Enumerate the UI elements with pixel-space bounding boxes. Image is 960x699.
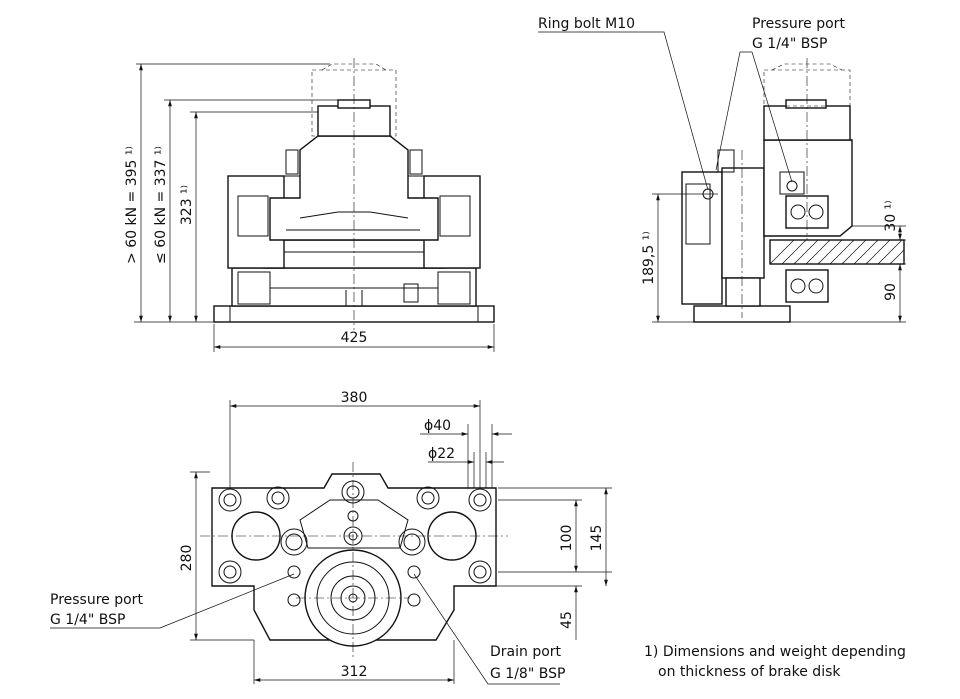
- dim-top-380: 380: [341, 390, 368, 406]
- dim-top-45: 45: [559, 611, 575, 629]
- dim-side-disk: 30 ¹⁾: [883, 200, 899, 231]
- label-ring-bolt: Ring bolt M10: [538, 16, 635, 32]
- dim-side-90: 90: [883, 283, 899, 301]
- footnote-line-2: on thickness of brake disk: [658, 664, 841, 680]
- dim-top-d22: ϕ22: [428, 446, 455, 462]
- dim-side-height: 189,5 ¹⁾: [641, 231, 657, 285]
- dim-front-height-body: 323 ¹⁾: [179, 185, 195, 225]
- dim-top-145: 145: [589, 525, 605, 552]
- dim-top-100: 100: [559, 525, 575, 552]
- dim-top-280: 280: [179, 545, 195, 572]
- dim-front-width: 425: [341, 330, 368, 346]
- label-drain-thread: G 1/8" BSP: [490, 666, 565, 682]
- top-view: 380 ϕ40 ϕ22 280 100 145 45 312 Pressure …: [50, 390, 612, 685]
- front-view: 425 > 60 kN = 395 ¹⁾ ≤ 60 kN = 337 ¹⁾ 32…: [124, 58, 495, 352]
- dim-front-height-upto60: ≤ 60 kN = 337 ¹⁾: [153, 146, 169, 264]
- side-view: Ring bolt M10 Pressure port G 1/4" BSP 1…: [538, 16, 906, 323]
- footnote-line-1: 1) Dimensions and weight depending: [644, 644, 906, 660]
- dim-front-height-over60: > 60 kN = 395 ¹⁾: [124, 146, 140, 264]
- dim-top-d40: ϕ40: [424, 418, 451, 434]
- label-drain-port: Drain port: [490, 644, 562, 660]
- label-top-pressure-thread: G 1/4" BSP: [50, 612, 125, 628]
- label-top-pressure-port: Pressure port: [50, 592, 143, 608]
- label-side-pressure-thread: G 1/4" BSP: [752, 36, 827, 52]
- label-side-pressure-port: Pressure port: [752, 16, 845, 32]
- dim-top-312: 312: [341, 664, 368, 680]
- footnote: 1) Dimensions and weight depending on th…: [644, 644, 906, 680]
